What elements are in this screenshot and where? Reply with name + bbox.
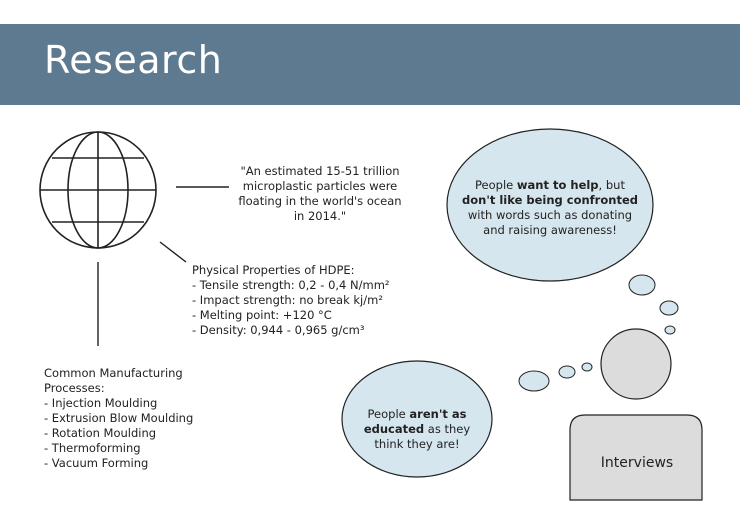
thought-dot-bottom-1: [518, 370, 550, 392]
interviews-label: Interviews: [600, 455, 674, 471]
process-item: - Thermoforming: [44, 441, 141, 455]
thought-text-fragment: People: [475, 178, 517, 192]
process-item: - Rotation Moulding: [44, 426, 157, 440]
manufacturing-processes: Common Manufacturing Processes: - Inject…: [44, 366, 264, 471]
thought-dot-top-3: [664, 325, 676, 335]
person-icon: [569, 328, 703, 501]
processes-heading: Common Manufacturing: [44, 366, 183, 380]
thought-bubble-bottom: [341, 360, 493, 478]
processes-heading: Processes:: [44, 381, 105, 395]
properties-heading: Physical Properties of HDPE:: [192, 263, 355, 277]
process-item: - Extrusion Blow Moulding: [44, 411, 194, 425]
thought-text-fragment: People: [367, 407, 410, 421]
quote-line: in 2014.": [293, 209, 347, 223]
thought-dot-top-2: [659, 300, 679, 316]
hdpe-properties: Physical Properties of HDPE: - Tensile s…: [192, 263, 432, 338]
thought-dot-top-1: [628, 274, 656, 296]
property-item: - Tensile strength: 0,2 - 0,4 N/mm²: [192, 278, 390, 292]
process-item: - Injection Moulding: [44, 396, 158, 410]
thought-text-bold: want to help: [516, 178, 599, 192]
thought-text-bold: aren't as educated: [363, 407, 467, 436]
thought-text-fragment: , but: [598, 178, 625, 192]
thought-dot-bottom-3: [581, 362, 593, 372]
header-banner: Research: [0, 24, 740, 105]
quote-line: microplastic particles were: [242, 179, 398, 193]
quote-line: "An estimated 15-51 trillion: [240, 164, 400, 178]
microplastic-quote: "An estimated 15-51 trillion microplasti…: [232, 164, 408, 224]
thought-text-bottom: People aren't as educated as they think …: [352, 407, 482, 452]
property-item: - Impact strength: no break kj/m²: [192, 293, 383, 307]
page-title: Research: [44, 38, 223, 82]
globe-icon: [39, 131, 157, 249]
property-item: - Melting point: +120 °C: [192, 308, 332, 322]
thought-text-top: People want to help, but don't like bein…: [461, 178, 639, 238]
thought-dot-bottom-2: [558, 365, 576, 379]
quote-line: floating in the world's ocean: [238, 194, 402, 208]
thought-text-fragment: as they think they are!: [374, 422, 471, 451]
process-item: - Vacuum Forming: [44, 456, 149, 470]
thought-bubble-top: [446, 128, 654, 282]
thought-text-fragment: with words such as donating and raising …: [467, 208, 633, 237]
thought-text-bold: don't like being confronted: [462, 193, 638, 207]
connector-properties: [159, 241, 187, 263]
property-item: - Density: 0,944 - 0,965 g/cm³: [192, 323, 365, 337]
